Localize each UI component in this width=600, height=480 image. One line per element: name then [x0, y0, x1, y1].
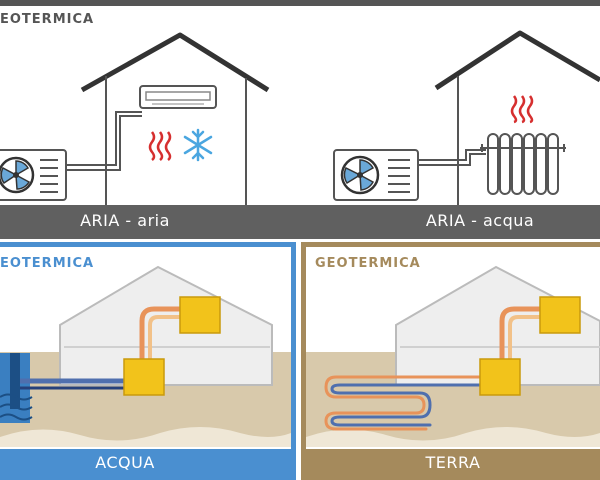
terra-caption-band [306, 449, 600, 475]
heat-waves-icon [148, 131, 172, 161]
aria-aria-caption: ARIA - aria [80, 211, 170, 230]
top-divider-bar [0, 0, 600, 6]
house-icon [59, 265, 273, 386]
fan-unit-icon [0, 149, 67, 201]
geotermica-acqua-title: EOTERMICA [0, 256, 95, 271]
aria-illustration [0, 30, 600, 239]
split-ac-icon [139, 85, 217, 109]
radiator-icon [480, 133, 566, 195]
geotermica-acqua-caption: ACQUA [95, 453, 155, 472]
ground-coil-icon [324, 375, 484, 431]
aria-acqua-caption: ARIA - acqua [425, 211, 535, 230]
geotermica-terra-title: GEOTERMICA [315, 256, 421, 271]
snowflake-icon [183, 128, 213, 162]
fan-unit-icon [333, 149, 419, 201]
geotermica-terra-caption: TERRA [425, 453, 481, 472]
top-section-title: EOTERMICA [0, 12, 95, 27]
ground-band [0, 205, 600, 239]
acqua-caption-band [0, 449, 291, 475]
house-icon [80, 32, 270, 205]
heat-waves-icon [510, 95, 534, 124]
acqua-illustration [0, 265, 291, 447]
terra-illustration [306, 265, 600, 447]
house-icon [434, 30, 600, 205]
